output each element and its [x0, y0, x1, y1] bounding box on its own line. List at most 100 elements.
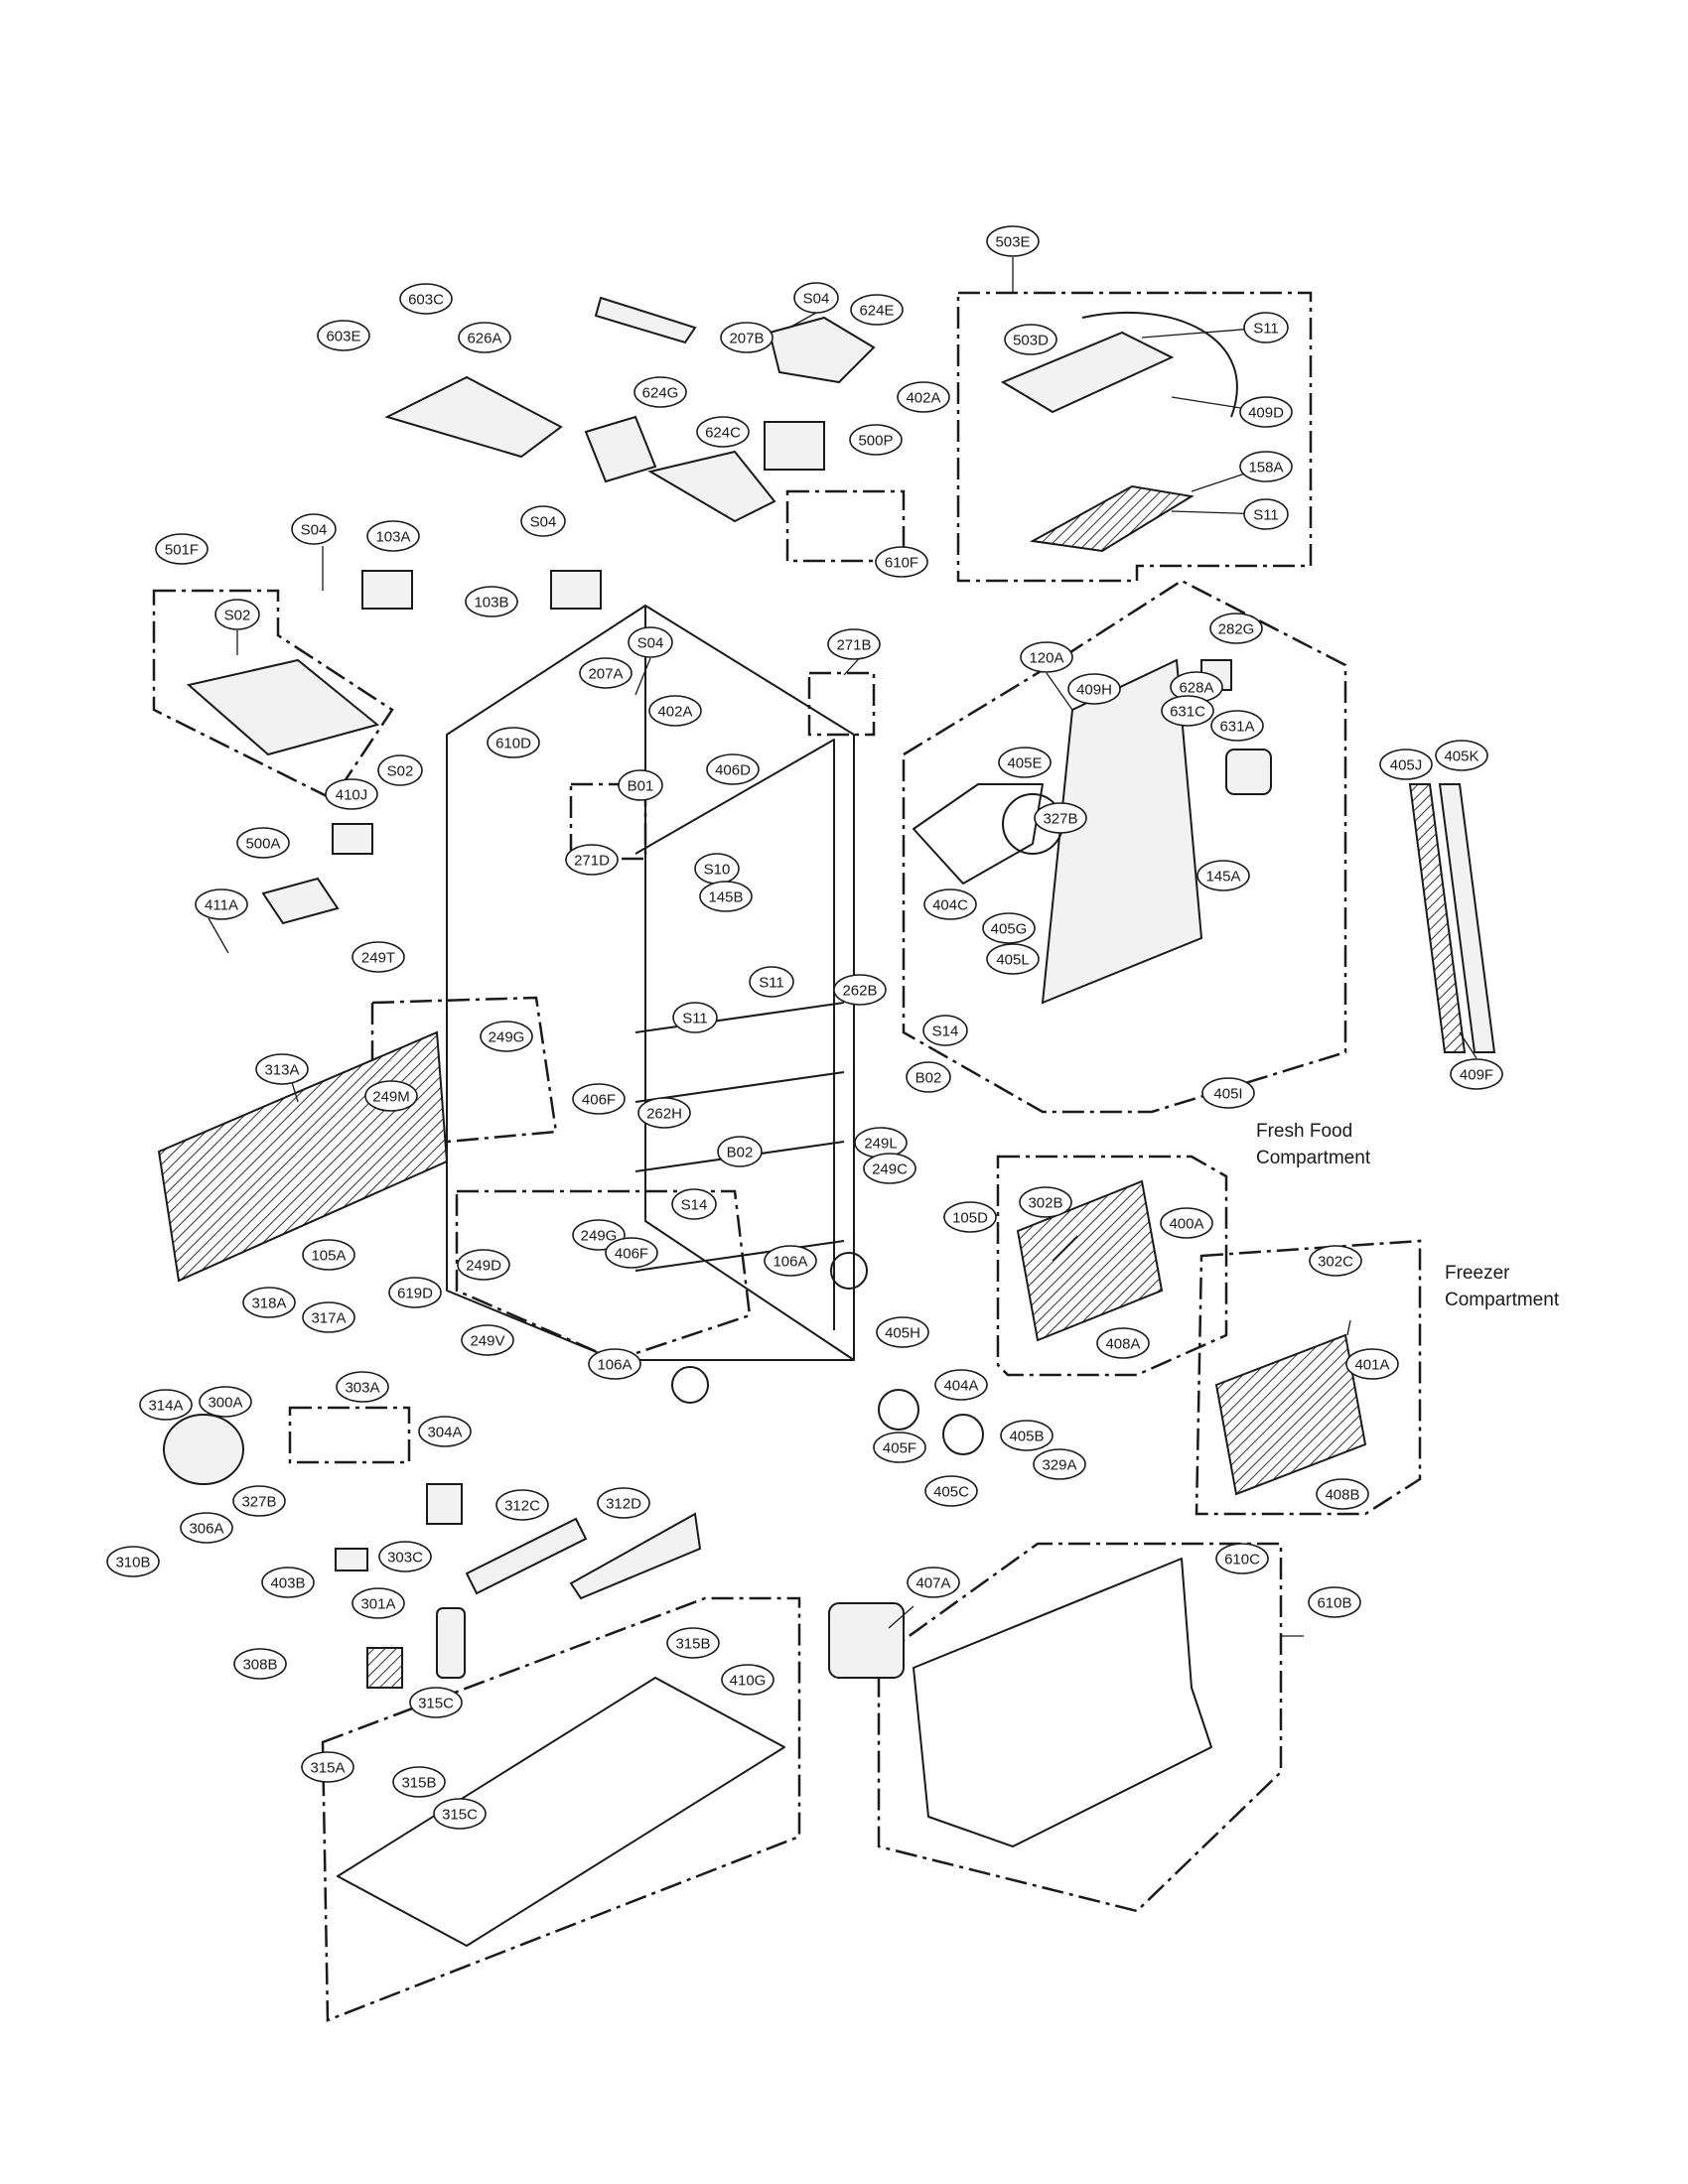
callout-ellipse [458, 322, 511, 353]
callout-label: 103A [375, 529, 410, 546]
callout-ellipse [1243, 498, 1289, 530]
callout-ellipse [261, 1567, 315, 1598]
callout-ellipse [399, 283, 453, 315]
callout-ellipse [1379, 749, 1433, 780]
callout-310b: 310B [106, 1546, 160, 1577]
callout-303a: 303A [336, 1371, 389, 1403]
callout-label: 300A [208, 1395, 242, 1412]
callout-271b: 271B [827, 628, 881, 660]
callout-315c: 315C [433, 1798, 487, 1830]
callout-ellipse [352, 941, 405, 973]
callout-label: 603C [408, 292, 444, 309]
callout-label: 327B [241, 1494, 276, 1511]
callout-ellipse [924, 1475, 978, 1507]
callout-145a: 145A [1196, 860, 1250, 891]
callout-label: 262B [842, 983, 877, 1000]
callout-249t: 249T [352, 941, 405, 973]
callout-ellipse [706, 753, 760, 785]
group-outline-120A [902, 579, 1347, 1114]
callout-ellipse [696, 416, 750, 448]
part-106A-upper [830, 1252, 868, 1290]
callout-label: 145A [1205, 869, 1240, 886]
callout-label: 400A [1169, 1216, 1203, 1233]
part-503D [1000, 331, 1175, 414]
callout-120a: 120A [1020, 641, 1073, 673]
callout-103b: 103B [465, 586, 518, 617]
callout-ellipse [876, 1316, 929, 1348]
callout-label: 103B [474, 595, 508, 612]
callout-label: 301A [360, 1596, 395, 1613]
callout-s14: S14 [671, 1188, 717, 1220]
callout-label: 405I [1213, 1086, 1242, 1103]
callout-301a: 301A [352, 1587, 405, 1619]
callout-label: 405G [991, 921, 1028, 938]
callout-label: 145B [708, 889, 743, 906]
callout-label: 624C [705, 425, 741, 442]
callout-ellipse [461, 1324, 514, 1356]
callout-ellipse [897, 381, 950, 413]
callout-ellipse [1435, 740, 1488, 771]
callout-ellipse [906, 1061, 951, 1093]
callout-label: 105A [311, 1248, 346, 1265]
callout-ellipse [155, 533, 209, 565]
callout-label: 329A [1042, 1457, 1076, 1474]
callout-label: 207A [588, 666, 623, 683]
callout-ellipse [827, 628, 881, 660]
callout-249g: 249G [480, 1021, 533, 1052]
callout-ellipse [352, 1587, 405, 1619]
callout-ellipse [672, 1002, 718, 1033]
tray-501F [186, 658, 380, 756]
callout-302c: 302C [1309, 1245, 1362, 1277]
callout-ellipse [291, 513, 337, 545]
callout-ellipse [1000, 1420, 1054, 1451]
callout-ellipse [633, 376, 687, 408]
part-624G [584, 415, 657, 483]
cover-312D [569, 1512, 702, 1600]
callout-631c: 631C [1161, 695, 1214, 727]
callout-label: 314A [148, 1398, 183, 1415]
callout-s14: S14 [922, 1015, 968, 1046]
part-405E [913, 783, 1044, 885]
callout-ellipse [378, 1541, 432, 1572]
callout-ellipse [934, 1369, 988, 1401]
callout-s11: S11 [672, 1002, 718, 1033]
callout-label: 318A [251, 1296, 286, 1312]
callout-ellipse [1209, 613, 1263, 644]
callout-label: 315B [401, 1775, 436, 1792]
part-301A [366, 1647, 403, 1689]
callout-ellipse [1309, 1245, 1362, 1277]
callout-145b: 145B [699, 881, 753, 912]
callout-label: S02 [387, 763, 414, 780]
callout-411a: 411A [195, 888, 248, 920]
callout-207b: 207B [720, 322, 774, 353]
callout-302b: 302B [1019, 1186, 1072, 1218]
part-405K [1438, 783, 1496, 1053]
callout-ellipse [1004, 324, 1057, 355]
callout-label: 500A [245, 836, 280, 853]
callout-ellipse [1239, 396, 1293, 428]
callout-label: 503D [1013, 333, 1049, 349]
callout-s11: S11 [1243, 312, 1289, 343]
callout-label: 249M [372, 1089, 410, 1106]
callout-ellipse [1019, 1186, 1072, 1218]
callout-b01: B01 [618, 769, 663, 801]
callout-400a: 400A [1160, 1207, 1213, 1239]
callout-262b: 262B [833, 974, 887, 1006]
callout-329a: 329A [1033, 1448, 1086, 1480]
callout-label: 405F [883, 1440, 916, 1457]
callout-label: 500P [858, 433, 893, 450]
callout-label: 304A [427, 1425, 462, 1441]
evaporator-302B [1016, 1179, 1164, 1342]
group-outlines [152, 291, 1422, 2022]
callout-label: 313A [264, 1062, 299, 1079]
callout-ellipse [236, 827, 290, 859]
part-404A [942, 1414, 984, 1455]
callout-ellipse [863, 1153, 916, 1184]
callout-ellipse [648, 695, 702, 727]
callout-ellipse [480, 1021, 533, 1052]
callout-624g: 624G [633, 376, 687, 408]
group-outline-302C [1195, 1239, 1422, 1516]
cover-610B [913, 1558, 1212, 1847]
callout-ellipse [242, 1287, 296, 1318]
callout-label: S02 [224, 608, 251, 624]
